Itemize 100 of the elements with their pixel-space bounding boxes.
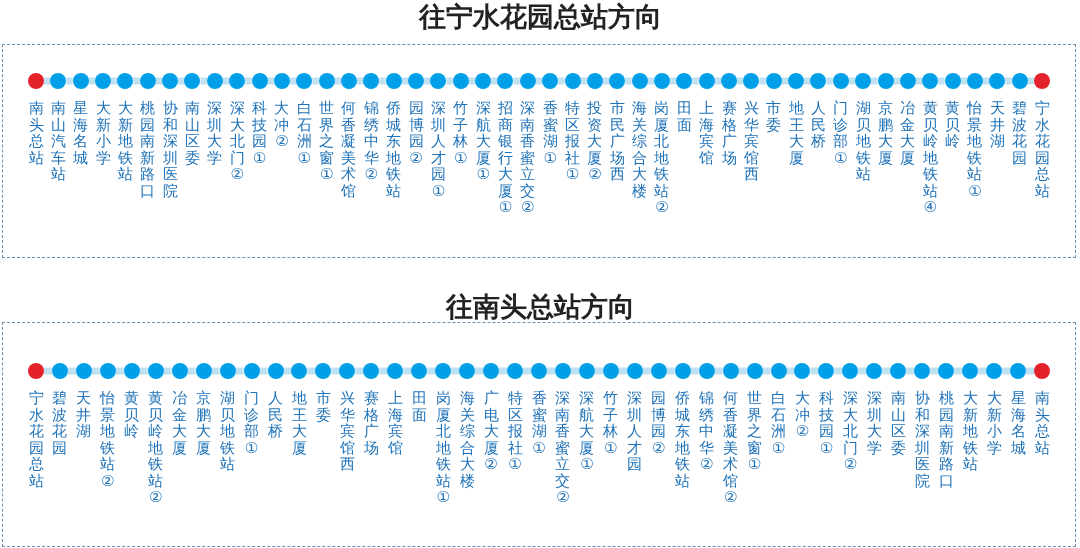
route-line-segment	[424, 77, 431, 85]
route-line-segment	[558, 77, 565, 85]
route-line-segment	[67, 367, 76, 375]
route-line-segment	[513, 77, 520, 85]
direction-heading: 往南头总站方向	[445, 290, 635, 324]
stop-name: 市民广场西	[608, 100, 626, 183]
stop-name: 深大北门②	[841, 390, 859, 473]
route-line-segment	[714, 367, 723, 375]
route-line-segment	[178, 77, 185, 85]
route-line-segment	[781, 77, 789, 85]
route-line-segment	[804, 77, 811, 85]
route-line-segment	[379, 77, 386, 85]
stop-name: 南头总站	[27, 100, 45, 166]
stop-name: 科技园①	[817, 390, 835, 456]
stop-name: 天井湖	[988, 100, 1006, 150]
route-line-segment	[139, 367, 148, 375]
stop-name: 地王大厦	[787, 100, 805, 166]
stop-name: 海关综合大楼	[631, 100, 649, 199]
stop-name: 深南香蜜立交②	[519, 100, 537, 216]
stop-name: 竹子林①	[452, 100, 470, 166]
route-line-segment	[211, 367, 220, 375]
route-line-segment	[759, 77, 766, 85]
route-line-segment	[602, 77, 610, 85]
route-line-segment	[647, 77, 654, 85]
route-line-segment	[499, 367, 508, 375]
stop-name: 桃园南新路口	[139, 100, 157, 199]
route-line-segment	[666, 367, 675, 375]
stop-name: 世界之窗①	[318, 100, 336, 183]
stop-name: 人民桥	[809, 100, 827, 150]
stop-name: 海关综合大楼	[458, 390, 476, 489]
route-line-segment	[245, 77, 252, 85]
route-line-segment	[618, 367, 627, 375]
stop-name: 深圳大学	[206, 100, 224, 166]
route-line-segment	[642, 367, 651, 375]
route-line-segment	[625, 77, 632, 85]
stop-name: 南头总站	[1033, 390, 1051, 456]
route-line-segment	[155, 77, 163, 85]
route-line-segment	[403, 367, 412, 375]
direction-heading: 往宁水花园总站方向	[418, 0, 662, 34]
route-line-segment	[88, 77, 96, 85]
route-line-segment	[187, 367, 196, 375]
stop-name: 碧波花园	[1011, 100, 1029, 166]
stop-name: 冶金大厦	[171, 390, 189, 456]
stop-name: 岗厦北地铁站①	[434, 390, 452, 506]
route-line-segment	[307, 367, 316, 375]
route-line-segment	[810, 367, 819, 375]
route-line-segment	[235, 367, 244, 375]
route-line-segment	[91, 367, 100, 375]
stop-name: 京鹏大厦	[195, 390, 213, 456]
stop-name: 侨城东地铁站	[674, 390, 692, 489]
route-line-segment	[938, 77, 945, 85]
route-line-segment	[930, 367, 939, 375]
route-line-segment	[115, 367, 124, 375]
route-line-segment	[1005, 77, 1012, 85]
stop-name: 深圳人才园	[626, 390, 644, 473]
stop-name: 侨城东地铁站	[385, 100, 403, 199]
route-line-segment	[978, 367, 987, 375]
stop-name: 深南香蜜立交②	[554, 390, 572, 506]
route-line-segment	[960, 77, 967, 85]
stop-name: 人民桥	[267, 390, 284, 440]
stop-name: 协和深圳医院	[161, 100, 179, 199]
route-line-segment	[547, 367, 555, 375]
stop-name: 南山汽车站	[49, 100, 67, 183]
route-line-segment	[871, 77, 878, 85]
route-line-segment	[594, 367, 603, 375]
stop-name: 碧波花园	[51, 390, 69, 456]
route-line-segment	[312, 77, 319, 85]
stop-name: 星海名城	[1009, 390, 1027, 456]
route-line-segment	[355, 367, 364, 375]
route-line-segment	[834, 367, 843, 375]
route-line-segment	[906, 367, 915, 375]
route-line-segment	[468, 77, 476, 85]
stop-name: 白石洲①	[295, 100, 313, 166]
route-line-segment	[66, 77, 73, 85]
stop-name: 园博园②	[650, 390, 668, 456]
route-line-segment	[893, 77, 900, 85]
stop-name: 广电大厦②	[482, 390, 500, 473]
route-line-segment	[737, 77, 744, 85]
stop-name: 特区报社①	[564, 100, 582, 183]
stop-name: 大新地铁站	[961, 390, 979, 473]
stop-name: 特区报社①	[506, 390, 524, 473]
stop-name: 何香凝美术馆②	[722, 390, 740, 506]
route-line-segment	[762, 367, 771, 375]
stop-name: 天井湖	[75, 390, 93, 440]
route-line-segment	[570, 367, 579, 375]
stop-name: 南山区委	[184, 100, 201, 166]
stop-name: 投资大厦②	[586, 100, 604, 183]
stop-name: 白石洲①	[770, 390, 787, 456]
stop-name: 黄贝岭	[944, 100, 962, 150]
route-line-segment	[535, 77, 543, 85]
stop-name: 上海宾馆	[698, 100, 716, 166]
stop-name: 赛格广场	[720, 100, 738, 166]
stop-name: 门诊部①	[832, 100, 850, 166]
route-line-segment	[331, 367, 340, 375]
stop-name: 桃园南新路口	[937, 390, 955, 489]
stop-name: 田面	[410, 390, 428, 423]
route-line-segment	[44, 77, 51, 85]
route-line-segment	[982, 77, 990, 85]
route-line-segment	[1002, 367, 1011, 375]
route-line-segment	[690, 367, 699, 375]
